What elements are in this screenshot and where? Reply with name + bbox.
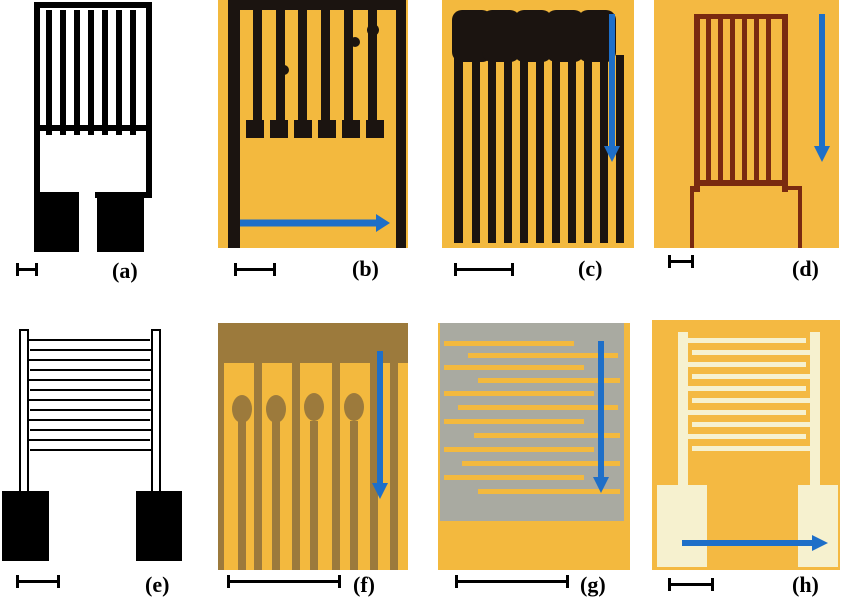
- panel-label-f: (f): [353, 572, 375, 597]
- panel-f-photo: [218, 323, 408, 570]
- panel-a-schematic: [34, 2, 152, 252]
- panel-label-b: (b): [352, 256, 379, 281]
- panel-e: [0, 328, 190, 574]
- panel-b-photo: [218, 0, 408, 248]
- panel-g: [438, 323, 630, 570]
- panel-label-e: (e): [145, 572, 170, 597]
- panel-c-photo: [442, 0, 634, 248]
- panel-b: [218, 0, 408, 248]
- panel-label-c: (c): [578, 256, 603, 281]
- panel-d: [654, 0, 839, 248]
- panel-g-photo: [438, 323, 630, 570]
- panel-f: [218, 323, 408, 570]
- panel-d-photo: [654, 0, 839, 248]
- panel-c: [442, 0, 634, 248]
- scale-bar-f: [227, 575, 341, 588]
- panel-h: [652, 320, 840, 570]
- scale-bar-b: [234, 263, 276, 276]
- scale-bar-e: [16, 575, 60, 588]
- panel-e-schematic: [2, 329, 182, 561]
- scale-bar-h: [668, 578, 714, 591]
- panel-label-h: (h): [792, 572, 819, 597]
- scale-bar-d: [668, 255, 694, 268]
- panel-a: [25, 0, 155, 255]
- panel-h-photo: [652, 320, 840, 570]
- panel-label-g: (g): [580, 572, 606, 597]
- panel-label-a: (a): [112, 258, 138, 283]
- panel-label-d: (d): [792, 256, 819, 281]
- scale-bar-c: [454, 263, 514, 276]
- scale-bar-g: [455, 575, 569, 588]
- scale-bar-a: [16, 263, 38, 276]
